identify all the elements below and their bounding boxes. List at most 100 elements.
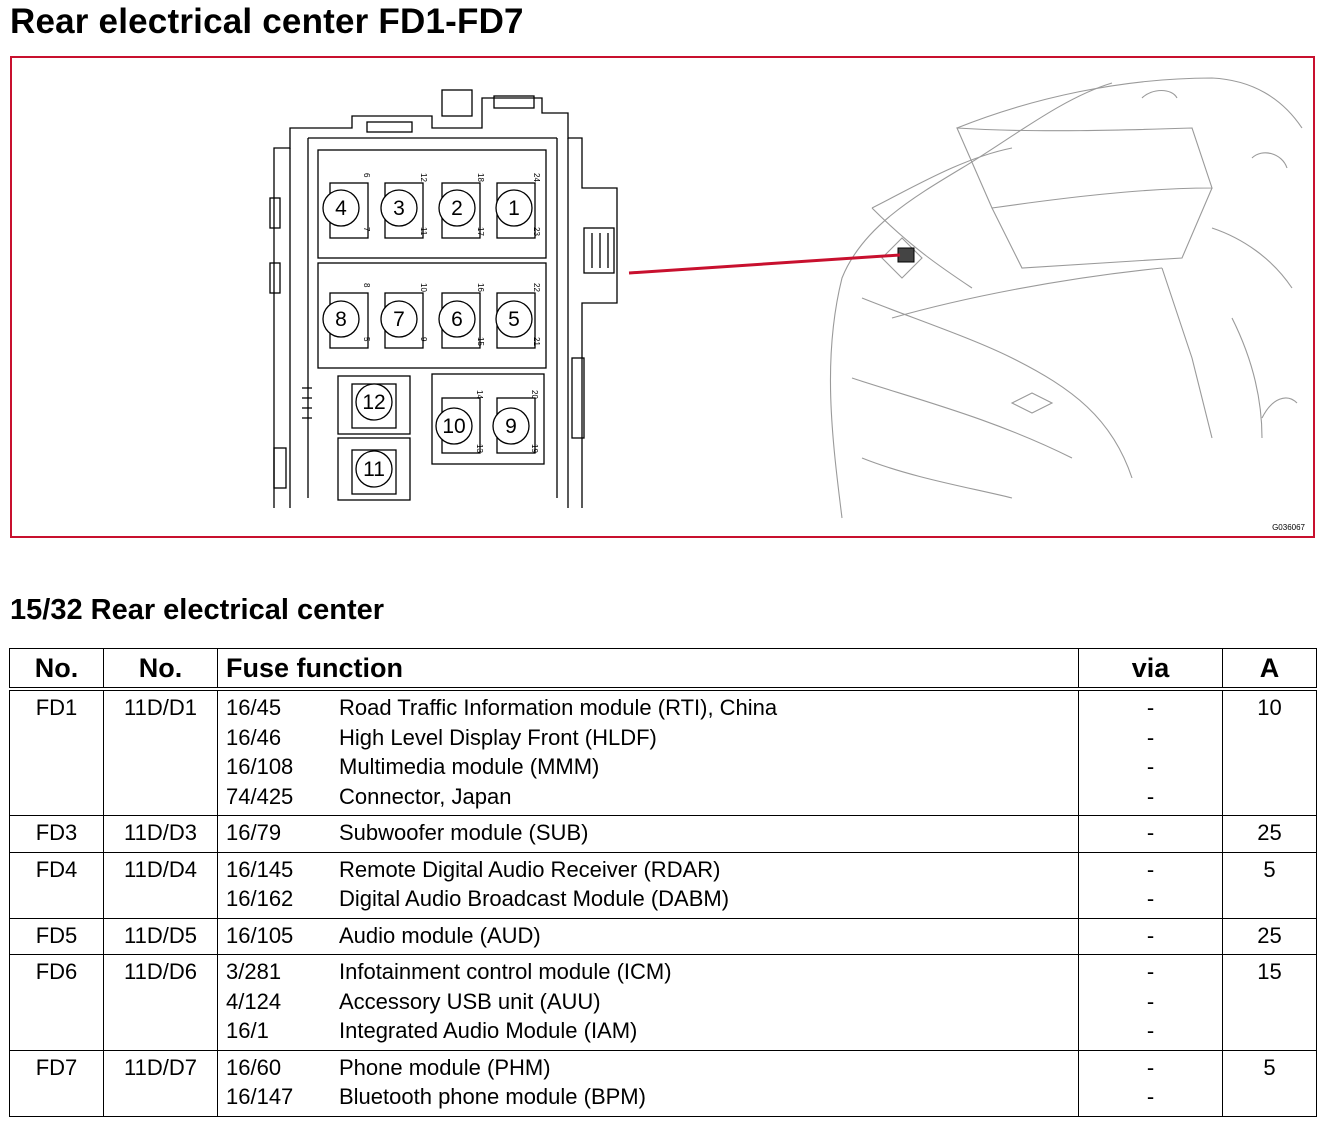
- header-no2: No.: [103, 648, 218, 691]
- terminal-label: 17: [476, 227, 485, 236]
- amperage: 10: [1222, 688, 1317, 816]
- amperage: 15: [1222, 954, 1317, 1051]
- terminal-label: 5: [362, 337, 371, 342]
- table-header-row: No. No. Fuse function via A: [9, 648, 1317, 691]
- terminal-label: 6: [362, 173, 371, 178]
- terminal-label: 15: [476, 337, 485, 346]
- fuse-label-7: 7: [393, 308, 405, 331]
- via-value: -: [1146, 820, 1155, 845]
- fuse-box-figure: 1 2 3 4 5 6 7 8 9 10 11 12 24 18 12 6 23…: [10, 56, 1315, 538]
- via-cell: --: [1078, 851, 1223, 919]
- terminal-label: 10: [419, 283, 428, 292]
- component-description: Connector, Japan: [339, 783, 512, 809]
- via-cell: ---: [1078, 954, 1223, 1051]
- component-description: Bluetooth phone module (BPM): [339, 1084, 646, 1109]
- fuse-box-diagram: 1 2 3 4 5 6 7 8 9 10 11 12 24 18 12 6 23…: [269, 77, 1303, 519]
- via-value: -: [1146, 886, 1155, 911]
- component-description: High Level Display Front (HLDF): [339, 724, 657, 750]
- fuse-circles: [322, 189, 533, 488]
- fuse-number: FD1: [9, 688, 104, 816]
- terminal-label: 11: [419, 227, 428, 236]
- header-no: No.: [9, 648, 104, 691]
- fuse-number: FD7: [9, 1049, 104, 1117]
- component-description: Remote Digital Audio Receiver (RDAR): [339, 856, 721, 882]
- fuse-number: FD3: [9, 815, 104, 853]
- fuse-label-3: 3: [393, 197, 405, 220]
- terminal-label: 20: [530, 390, 539, 399]
- via-cell: -: [1078, 815, 1223, 853]
- fuse-code: 11D/D5: [103, 917, 218, 955]
- terminal-label: 16: [476, 283, 485, 292]
- via-value: -: [1146, 1084, 1155, 1109]
- function-line: 16/147 Bluetooth phone module (BPM): [226, 1082, 1070, 1112]
- fuse-label-8: 8: [335, 308, 347, 331]
- terminal-label: 18: [476, 173, 485, 182]
- component-code: 16/147: [226, 1084, 294, 1109]
- terminal-label: 13: [475, 444, 484, 453]
- component-code: 74/425: [226, 783, 294, 809]
- function-line: 4/124 Accessory USB unit (AUU): [226, 987, 1070, 1017]
- figure-id: G036067: [1272, 523, 1305, 532]
- terminal-label: 19: [530, 444, 539, 453]
- fuse-label-9: 9: [505, 415, 517, 438]
- fuse-box-outline: [269, 89, 618, 508]
- function-line: 16/60 Phone module (PHM): [226, 1053, 1070, 1083]
- via-value: -: [1146, 724, 1155, 750]
- fuse-label-1: 1: [508, 197, 520, 220]
- fuse-number: FD5: [9, 917, 104, 955]
- via-cell: ----: [1078, 688, 1223, 816]
- pointer-line: [628, 253, 901, 275]
- component-code: 4/124: [226, 988, 282, 1014]
- component-code: 16/60: [226, 1054, 282, 1080]
- fuse-number: FD4: [9, 851, 104, 919]
- header-via: via: [1078, 648, 1223, 691]
- via-value: -: [1146, 783, 1155, 809]
- component-description: Audio module (AUD): [339, 922, 541, 948]
- amperage: 25: [1222, 815, 1317, 853]
- via-cell: --: [1078, 1049, 1223, 1117]
- terminal-label: 7: [362, 227, 371, 232]
- via-value: -: [1146, 988, 1155, 1014]
- function-line: 74/425 Connector, Japan: [226, 782, 1070, 812]
- fuse-label-5: 5: [508, 308, 520, 331]
- function-line: 16/46 High Level Display Front (HLDF): [226, 723, 1070, 753]
- function-line: 16/145 Remote Digital Audio Receiver (RDA…: [226, 855, 1070, 885]
- component-description: Road Traffic Information module (RTI), C…: [339, 695, 778, 720]
- fuse-function-cell: 16/60 Phone module (PHM) 16/147 Bluetooth p…: [217, 1049, 1079, 1117]
- header-fuse-function: Fuse function: [217, 648, 1079, 691]
- fuse-box-location-marker: [897, 247, 915, 263]
- component-code: 16/1: [226, 1018, 269, 1043]
- fuse-code: 11D/D7: [103, 1049, 218, 1117]
- amperage: 5: [1222, 1049, 1317, 1117]
- fuse-label-12: 12: [362, 391, 385, 414]
- via-value: -: [1146, 959, 1155, 984]
- component-code: 16/46: [226, 724, 282, 750]
- component-code: 16/45: [226, 695, 282, 720]
- fuse-code: 11D/D6: [103, 954, 218, 1051]
- component-description: Accessory USB unit (AUU): [339, 988, 601, 1014]
- via-value: -: [1146, 922, 1155, 948]
- fuse-label-11: 11: [363, 458, 385, 481]
- via-value: -: [1146, 754, 1155, 779]
- component-description: Digital Audio Broadcast Module (DABM): [339, 886, 730, 911]
- component-code: 16/145: [226, 856, 294, 882]
- fuse-code: 11D/D4: [103, 851, 218, 919]
- component-description: Phone module (PHM): [339, 1054, 551, 1080]
- component-code: 16/79: [226, 820, 282, 845]
- function-line: 16/45 Road Traffic Information module (RT…: [226, 693, 1070, 723]
- terminal-label: 9: [419, 337, 428, 342]
- page-title: Rear electrical center FD1-FD7: [10, 2, 524, 41]
